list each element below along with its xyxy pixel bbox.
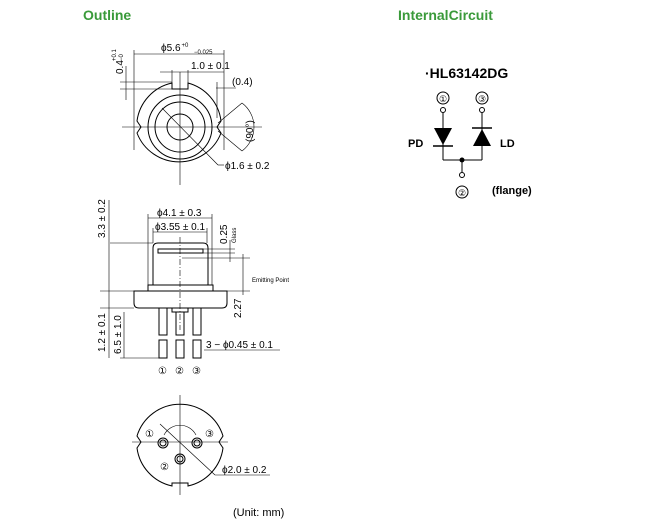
pd-label: PD — [408, 138, 423, 150]
ld-label: LD — [500, 138, 515, 150]
window-diameter-label: ϕ1.6 ± 0.2 — [225, 161, 270, 172]
pin-label-1: ① — [158, 366, 167, 377]
laser-diode-symbol — [473, 129, 491, 146]
angle-label: (90°) — [245, 120, 256, 142]
emitting-point-label: Emitting Point — [252, 278, 289, 284]
emitting-height-label: 2.27 — [233, 298, 244, 318]
notch-depth-tol-lower: −0 — [119, 53, 125, 61]
flange-height-label: 1.2 ± 0.1 — [97, 313, 108, 352]
cap-diameter-label: ϕ4.1 ± 0.3 — [157, 208, 202, 219]
notch-width-label: 1.0 ± 0.1 — [191, 61, 230, 72]
bottom-view: ① ② ③ ϕ2.0 ± 0.2 — [132, 395, 270, 495]
part-number: ·HL63142DG — [425, 65, 508, 81]
circuit-pin-2: ② — [458, 188, 466, 198]
inner-diameter-label: ϕ3.55 ± 0.1 — [155, 222, 205, 233]
circuit-pin-1: ① — [439, 94, 447, 104]
total-height-label: 3.3 ± 0.2 — [97, 199, 108, 238]
circuit-pin-3: ③ — [478, 94, 486, 104]
photodiode-symbol — [434, 128, 452, 145]
internal-circuit: ·HL63142DG ① ③ ② PD LD (flange) — [408, 65, 532, 199]
bottom-pin-label-3: ③ — [205, 429, 214, 440]
pin-label-2: ② — [175, 366, 184, 377]
internal-circuit-heading: InternalCircuit — [398, 7, 493, 23]
glass-thickness-label: 0.25 — [219, 224, 230, 244]
lead-length-label: 6.5 ± 1.0 — [113, 315, 124, 354]
outer-diameter-label: ϕ5.6+0 — [161, 43, 189, 54]
pin-label-3: ③ — [192, 366, 201, 377]
outer-diameter-lower-tol: −0.025 — [194, 50, 213, 56]
lead-diameter-label: 3 − ϕ0.45 ± 0.1 — [206, 340, 273, 351]
top-view: ϕ5.6+0 −0.025 1.0 ± 0.1 (0.4) 0.4 +0.1 −… — [112, 43, 270, 185]
bottom-pin-label-2: ② — [160, 462, 169, 473]
notch-depth-tol-upper: +0.1 — [112, 48, 118, 61]
pitch-circle-label: ϕ2.0 ± 0.2 — [222, 465, 267, 476]
bottom-pin-label-1: ① — [145, 429, 154, 440]
notch-depth-label: 0.4 — [115, 60, 126, 74]
flange-label: (flange) — [492, 185, 532, 197]
outline-heading: Outline — [83, 7, 131, 23]
side-offset-label: (0.4) — [232, 77, 253, 88]
side-view: ϕ4.1 ± 0.3 ϕ3.55 ± 0.1 0.25 Glass Emitti… — [97, 199, 289, 377]
glass-label: Glass — [232, 228, 238, 243]
unit-label: (Unit: mm) — [233, 507, 284, 519]
